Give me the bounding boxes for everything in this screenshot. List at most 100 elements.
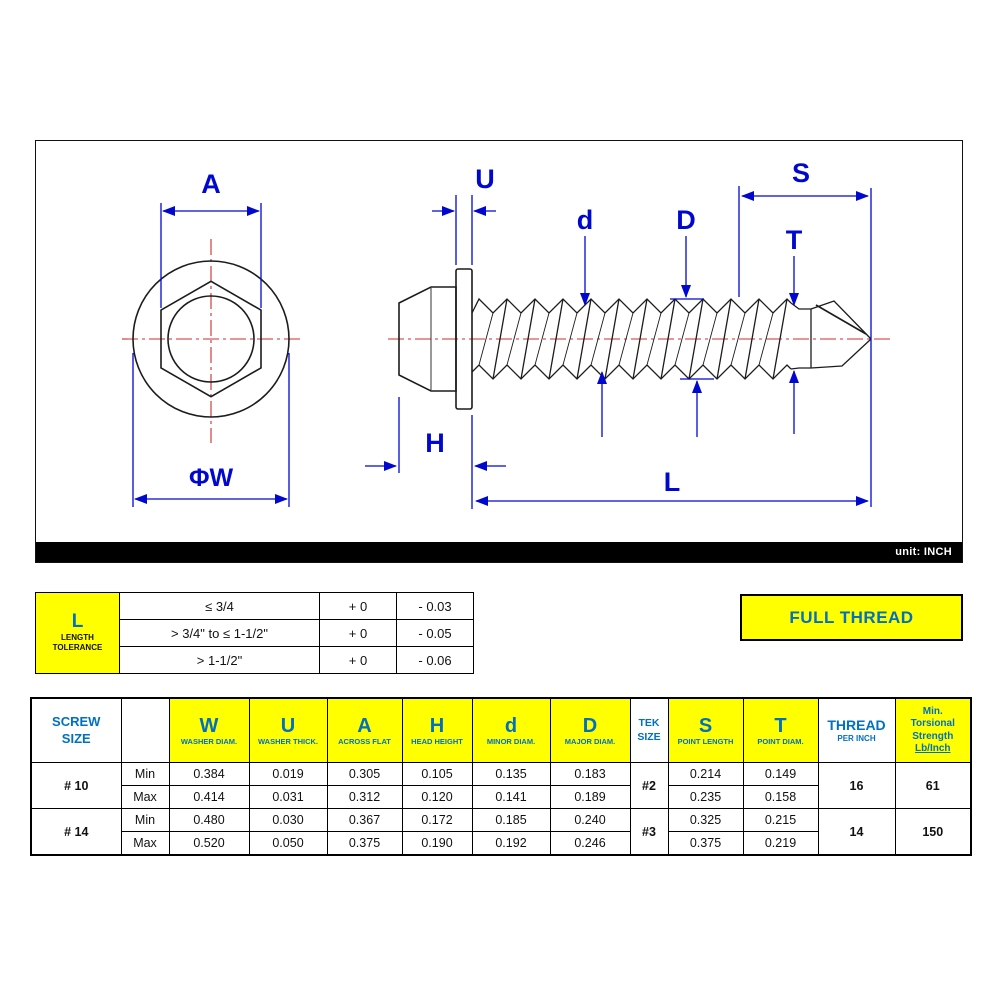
dim-label-major-diam: D: [676, 205, 696, 235]
value-cell: 0.480: [168, 808, 250, 832]
thread-per-inch-cell: 14: [817, 808, 896, 856]
minmax-label: Min: [120, 762, 170, 786]
torsional-cell: 61: [894, 762, 972, 809]
tolerance-caption-2: TOLERANCE: [52, 643, 103, 653]
header-screw-size: SCREW SIZE: [30, 697, 122, 763]
screw-size-cell: # 10: [30, 762, 122, 809]
side-view: [398, 268, 872, 410]
value-cell: 0.141: [471, 785, 551, 809]
value-cell: 0.375: [667, 831, 744, 856]
value-cell: 0.384: [168, 762, 250, 786]
value-cell: 0.305: [326, 762, 403, 786]
thread-per-inch-cell: 16: [817, 762, 896, 809]
front-view: [132, 260, 290, 418]
dim-label-washer-thick: U: [475, 164, 495, 194]
spec-row-14-min: # 14 Min 0.480 0.030 0.367 0.172 0.185 0…: [30, 808, 972, 856]
header-point-diam: T POINT DIAM.: [742, 697, 819, 763]
value-cell: 0.019: [248, 762, 328, 786]
tolerance-minus: - 0.03: [396, 592, 474, 620]
header-thread-per-inch: THREAD PER INCH: [817, 697, 896, 763]
torsional-cell: 150: [894, 808, 972, 856]
thread-root-lines: [478, 312, 774, 366]
value-cell: 0.135: [471, 762, 551, 786]
header-point-length: S POINT LENGTH: [667, 697, 744, 763]
dim-label-length: L: [664, 467, 681, 497]
value-cell: 0.185: [471, 808, 551, 832]
tolerance-range: > 1-1/2": [119, 646, 320, 674]
drawing-frame: A ΦW U d D T S H L unit: INCH: [35, 140, 963, 563]
value-cell: 0.030: [248, 808, 328, 832]
value-cell: 0.312: [326, 785, 403, 809]
washer-circle: [132, 260, 290, 418]
tolerance-minus: - 0.06: [396, 646, 474, 674]
thread-crest-bottom: [471, 364, 792, 380]
tolerance-plus: + 0: [319, 646, 397, 674]
dim-label-washer-diam: ΦW: [189, 464, 234, 492]
tolerance-plus: + 0: [319, 619, 397, 647]
full-thread-badge: FULL THREAD: [740, 594, 963, 641]
tolerance-caption-1: LENGTH: [61, 633, 94, 643]
drill-cutting-edge: [815, 304, 867, 335]
tolerance-row: > 1-1/2" + 0 - 0.06: [36, 646, 474, 674]
minmax-label: Max: [120, 785, 170, 809]
header-major-diam: D MAJOR DIAM.: [549, 697, 631, 763]
tolerance-range: ≤ 3/4: [119, 592, 320, 620]
value-cell: 0.214: [667, 762, 744, 786]
thread-crest-top: [471, 297, 792, 314]
value-cell: 0.172: [401, 808, 473, 832]
value-cell: 0.190: [401, 831, 473, 856]
value-cell: 0.149: [742, 762, 819, 786]
spec-header-row: SCREW SIZE W WASHER DIAM. U WASHER THICK…: [30, 697, 972, 763]
value-cell: 0.219: [742, 831, 819, 856]
value-cell: 0.240: [549, 808, 631, 832]
value-cell: 0.246: [549, 831, 631, 856]
minmax-label: Min: [120, 808, 170, 832]
minmax-label: Max: [120, 831, 170, 856]
value-cell: 0.367: [326, 808, 403, 832]
tolerance-header-cell: L LENGTH TOLERANCE: [35, 592, 120, 674]
tolerance-row: L LENGTH TOLERANCE ≤ 3/4 + 0 - 0.03: [35, 592, 474, 674]
value-cell: 0.215: [742, 808, 819, 832]
tolerance-plus: + 0: [319, 592, 397, 620]
value-cell: 0.031: [248, 785, 328, 809]
value-cell: 0.120: [401, 785, 473, 809]
value-cell: 0.235: [667, 785, 744, 809]
header-across-flat: A ACROSS FLAT: [326, 697, 403, 763]
spec-table: SCREW SIZE W WASHER DIAM. U WASHER THICK…: [30, 697, 972, 856]
dim-label-across-flats: A: [201, 169, 221, 199]
hex-outline: [160, 280, 262, 398]
tolerance-symbol: L: [71, 611, 84, 633]
unit-bar: unit: INCH: [36, 542, 962, 562]
header-torsional-strength: Min. Torsional Strength Lb/Inch: [894, 697, 972, 763]
value-cell: 0.375: [326, 831, 403, 856]
value-cell: 0.105: [401, 762, 473, 786]
value-cell: 0.158: [742, 785, 819, 809]
washer-flange: [455, 268, 473, 410]
spec-row-10-min: # 10 Min 0.384 0.019 0.305 0.105 0.135 0…: [30, 762, 972, 809]
dim-label-head-height: H: [425, 428, 445, 458]
header-minmax: [120, 697, 170, 763]
screw-technical-drawing: A ΦW U d D T S H L: [122, 158, 894, 509]
header-head-height: H HEAD HEIGHT: [401, 697, 473, 763]
value-cell: 0.520: [168, 831, 250, 856]
tolerance-minus: - 0.05: [396, 619, 474, 647]
tolerance-range: > 3/4" to ≤ 1-1/2": [119, 619, 320, 647]
tek-size-cell: #3: [629, 808, 669, 856]
hex-chamfer-circle: [167, 295, 255, 383]
drill-point-outline: [790, 300, 872, 370]
dim-label-point-diam: T: [786, 225, 803, 255]
tolerance-table: L LENGTH TOLERANCE ≤ 3/4 + 0 - 0.03 > 3/…: [35, 592, 474, 674]
value-cell: 0.189: [549, 785, 631, 809]
tek-size-cell: #2: [629, 762, 669, 809]
tolerance-row: > 3/4" to ≤ 1-1/2" + 0 - 0.05: [36, 619, 474, 647]
dim-label-point-length: S: [792, 158, 810, 188]
dimension-labels: A ΦW U d D T S H L: [189, 158, 810, 497]
header-washer-thick: U WASHER THICK.: [248, 697, 328, 763]
header-washer-diam: W WASHER DIAM.: [168, 697, 250, 763]
value-cell: 0.192: [471, 831, 551, 856]
dim-label-minor-diam: d: [577, 205, 594, 235]
value-cell: 0.050: [248, 831, 328, 856]
spec-row-14-max: Max 0.520 0.050 0.375 0.190 0.192 0.246 …: [31, 831, 971, 856]
dimension-lines: [132, 186, 872, 509]
header-tek-size: TEK SIZE: [629, 697, 669, 763]
